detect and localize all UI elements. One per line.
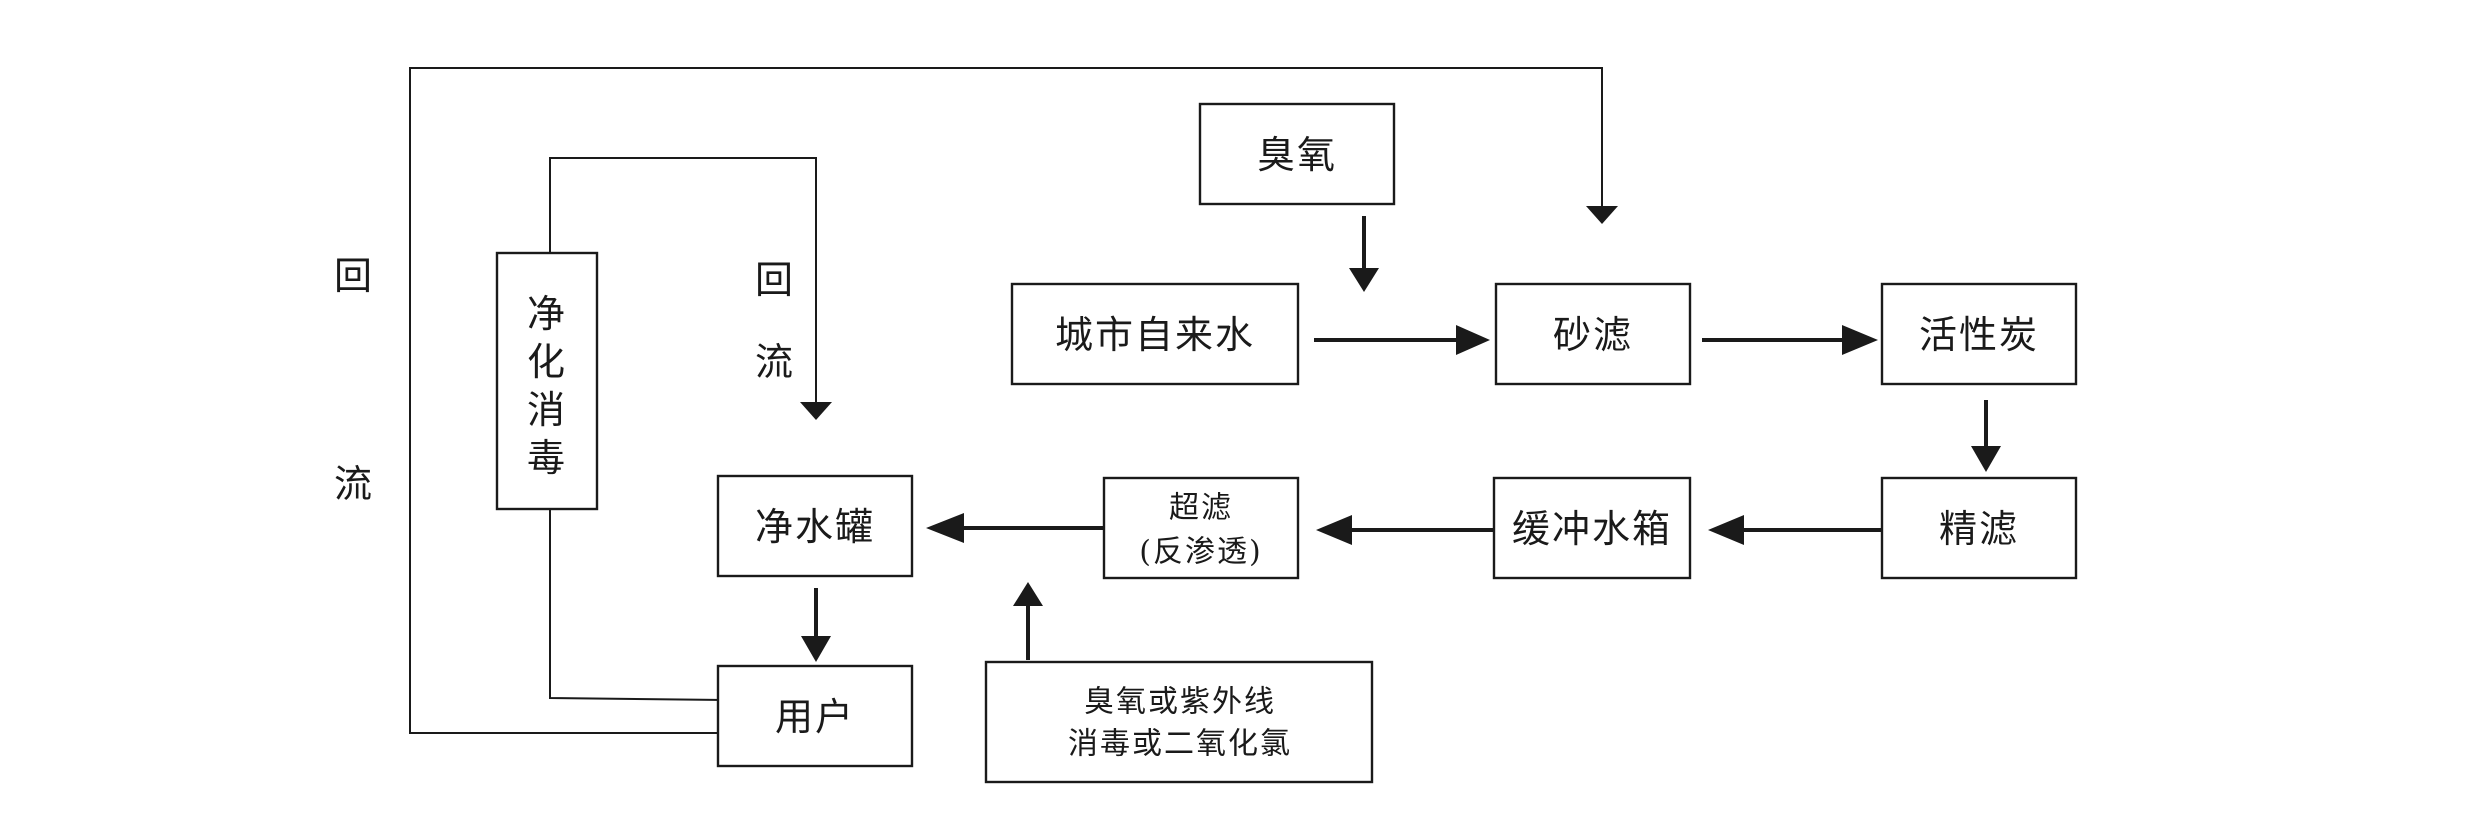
node-sand-filter: 砂滤 [1494,282,1692,386]
node-ozone: 臭氧 [1198,102,1396,206]
node-disinfection-line-2: 消毒或二氧化氯 [1068,727,1292,762]
node-user-label: 用户 [775,695,855,739]
arrow-uf-to-clean-head [926,513,964,543]
arrow-fine-to-buffer-head [1708,515,1744,545]
node-purify-disinfect: 净 化 消 毒 [495,251,599,511]
node-activated-carbon: 活性炭 [1880,282,2078,386]
node-ultrafiltration: 超滤 (反渗透) [1102,476,1300,580]
node-clean-tank-label: 净水罐 [755,505,875,549]
node-purify-char-3: 消 [527,388,567,432]
arrow-carbon-to-fine-head [1971,446,2001,472]
inner-reflux-label-char-1: 回 [755,258,795,302]
node-purify-char-2: 化 [527,340,567,384]
outer-reflux-line [409,67,1603,734]
node-disinfection-options: 臭氧或紫外线 消毒或二氧化氯 [984,660,1374,784]
node-city-water: 城市自来水 [1010,282,1300,386]
node-user: 用户 [716,664,914,768]
node-activated-carbon-label: 活性炭 [1919,313,2039,357]
arrow-clean-to-user-head [801,636,831,662]
node-sand-filter-label: 砂滤 [1553,313,1633,357]
node-fine-filter: 精滤 [1880,476,2078,580]
arrow-sand-to-carbon-head [1842,325,1878,355]
node-buffer-tank: 缓冲水箱 [1492,476,1692,580]
node-buffer-tank-label: 缓冲水箱 [1512,507,1672,551]
arrow-city-to-sand-head [1456,325,1490,355]
outer-reflux-arrowhead [1586,206,1618,224]
node-ozone-label: 臭氧 [1257,133,1337,177]
inner-reflux-line-top [549,157,817,404]
node-city-water-label: 城市自来水 [1055,313,1255,357]
inner-reflux-label-char-2: 流 [755,340,795,384]
arrow-ozone-down-head [1349,268,1379,292]
node-clean-tank: 净水罐 [716,474,914,578]
node-disinfection-line-1: 臭氧或紫外线 [1084,685,1276,720]
node-purify-char-4: 毒 [527,436,567,480]
node-fine-filter-label: 精滤 [1939,507,2019,551]
node-purify-char-1: 净 [527,292,567,336]
outer-reflux-label-char-1: 回 [334,254,374,298]
arrow-disinfect-up-head [1013,582,1043,606]
node-reverse-osmosis-label: (反渗透) [1139,535,1262,570]
inner-reflux-arrowhead [800,402,832,420]
node-ultrafiltration-label: 超滤 [1169,491,1233,526]
inner-reflux-line [549,510,726,701]
outer-reflux-label-char-2: 流 [334,462,374,506]
arrow-buffer-to-uf-head [1316,515,1352,545]
